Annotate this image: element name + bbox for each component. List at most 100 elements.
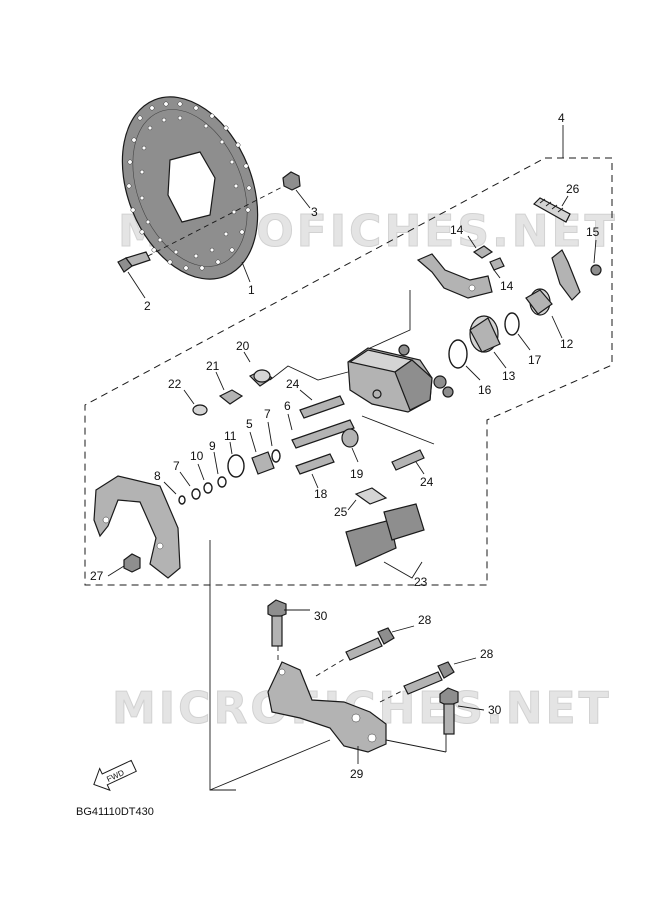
label-20: 20 bbox=[236, 339, 250, 353]
label-16: 16 bbox=[478, 383, 492, 397]
forward-arrow-icon: FWD bbox=[93, 759, 137, 792]
connector-line-e bbox=[209, 739, 331, 791]
leader-12 bbox=[551, 315, 563, 339]
caliper-assembly-boundary bbox=[84, 157, 613, 586]
leader-16 bbox=[465, 365, 481, 381]
label-7a: 7 bbox=[264, 407, 271, 421]
retaining-ring[interactable] bbox=[227, 454, 245, 478]
pin-upper[interactable] bbox=[299, 395, 345, 419]
label-11: 11 bbox=[224, 429, 237, 443]
bleed-screw[interactable] bbox=[218, 389, 244, 405]
label-5: 5 bbox=[246, 417, 253, 431]
brake-disc[interactable] bbox=[97, 77, 283, 300]
connector-line-f bbox=[385, 739, 447, 753]
label-14b: 14 bbox=[500, 279, 514, 293]
label-26: 26 bbox=[566, 182, 580, 196]
clip[interactable] bbox=[178, 495, 186, 505]
sleeve[interactable] bbox=[251, 451, 275, 475]
label-3: 3 bbox=[311, 205, 318, 219]
label-2: 2 bbox=[144, 299, 151, 313]
pad-spring[interactable] bbox=[354, 487, 388, 505]
label-12: 12 bbox=[560, 337, 574, 351]
leader-15 bbox=[593, 239, 597, 264]
parking-lever[interactable] bbox=[551, 249, 602, 301]
diagram-code: BG41110DT430 bbox=[76, 806, 154, 818]
leader-9 bbox=[213, 451, 219, 475]
leader-20 bbox=[243, 351, 251, 363]
disc-nut[interactable] bbox=[282, 171, 301, 191]
label-21: 21 bbox=[206, 359, 220, 373]
caliper-shaft[interactable] bbox=[291, 419, 355, 449]
label-30a: 30 bbox=[314, 609, 328, 623]
rubber-boot[interactable] bbox=[341, 428, 359, 448]
brake-pad-inner[interactable] bbox=[345, 519, 397, 567]
caliper-body[interactable] bbox=[347, 344, 454, 413]
connector-line-a bbox=[269, 365, 349, 381]
leader-8 bbox=[163, 481, 177, 495]
caliper-mount-bracket[interactable] bbox=[267, 661, 387, 753]
label-15: 15 bbox=[586, 225, 600, 239]
caliper-bracket-small[interactable] bbox=[416, 253, 493, 299]
leader-25 bbox=[347, 499, 357, 511]
leader-23 bbox=[383, 561, 423, 579]
label-28a: 28 bbox=[418, 613, 432, 627]
leader-28a bbox=[391, 625, 415, 633]
label-25: 25 bbox=[334, 505, 348, 519]
leader-7a bbox=[267, 421, 273, 447]
label-7b: 7 bbox=[173, 459, 180, 473]
label-24a: 24 bbox=[286, 377, 300, 391]
leader-19 bbox=[351, 447, 359, 463]
leader-21 bbox=[215, 371, 225, 391]
leader-27 bbox=[107, 565, 125, 577]
slide-pin[interactable] bbox=[295, 453, 335, 475]
washer[interactable] bbox=[217, 476, 227, 488]
label-1: 1 bbox=[248, 283, 255, 297]
mount-bolt-lower[interactable] bbox=[439, 687, 459, 735]
frame-nut[interactable] bbox=[123, 553, 141, 573]
dust-seal[interactable] bbox=[504, 312, 520, 336]
bleed-fitting[interactable] bbox=[248, 369, 274, 387]
label-30b: 30 bbox=[488, 703, 502, 717]
label-27: 27 bbox=[90, 569, 104, 583]
watermark-bottom: MICROFICHES.NET bbox=[112, 683, 612, 734]
pin-lower[interactable] bbox=[391, 449, 425, 471]
leader-5 bbox=[249, 431, 257, 453]
mount-bolt-upper[interactable] bbox=[267, 599, 287, 647]
brake-pad-outer[interactable] bbox=[383, 503, 425, 541]
small-seal[interactable] bbox=[203, 482, 213, 494]
bolt28-axis-a bbox=[315, 657, 347, 677]
bracket-bolt-upper[interactable] bbox=[472, 245, 494, 259]
label-24b: 24 bbox=[420, 475, 434, 489]
label-8: 8 bbox=[154, 469, 161, 483]
label-4: 4 bbox=[558, 111, 565, 125]
bleed-cap[interactable] bbox=[192, 404, 208, 416]
o-ring-upper[interactable] bbox=[271, 449, 281, 463]
o-ring-lower[interactable] bbox=[191, 488, 201, 500]
leader-1 bbox=[241, 261, 251, 283]
caliper-frame[interactable] bbox=[93, 475, 181, 579]
leader-26 bbox=[561, 195, 569, 207]
label-17: 17 bbox=[528, 353, 542, 367]
mount-bolt-28-upper[interactable] bbox=[345, 627, 395, 661]
disc-holes bbox=[126, 101, 252, 271]
mount-bolt-28-lower[interactable] bbox=[403, 661, 455, 695]
disc-bolt[interactable] bbox=[117, 251, 151, 273]
leader-24b bbox=[415, 461, 425, 475]
spring[interactable] bbox=[533, 197, 571, 223]
adjuster[interactable] bbox=[525, 288, 553, 316]
label-29: 29 bbox=[350, 767, 364, 781]
label-6: 6 bbox=[284, 399, 291, 413]
piston-seal[interactable] bbox=[448, 339, 468, 369]
connector-line-c bbox=[361, 415, 435, 445]
leader-14a bbox=[467, 235, 477, 249]
label-10: 10 bbox=[190, 449, 204, 463]
leader-24a bbox=[299, 389, 313, 401]
leader-13 bbox=[493, 351, 507, 369]
bracket-bolt-lower[interactable] bbox=[489, 257, 505, 271]
connector-line-d bbox=[209, 540, 236, 791]
piston[interactable] bbox=[469, 315, 501, 353]
label-18: 18 bbox=[314, 487, 328, 501]
leader-10 bbox=[197, 463, 205, 481]
leader-7b bbox=[179, 471, 191, 487]
